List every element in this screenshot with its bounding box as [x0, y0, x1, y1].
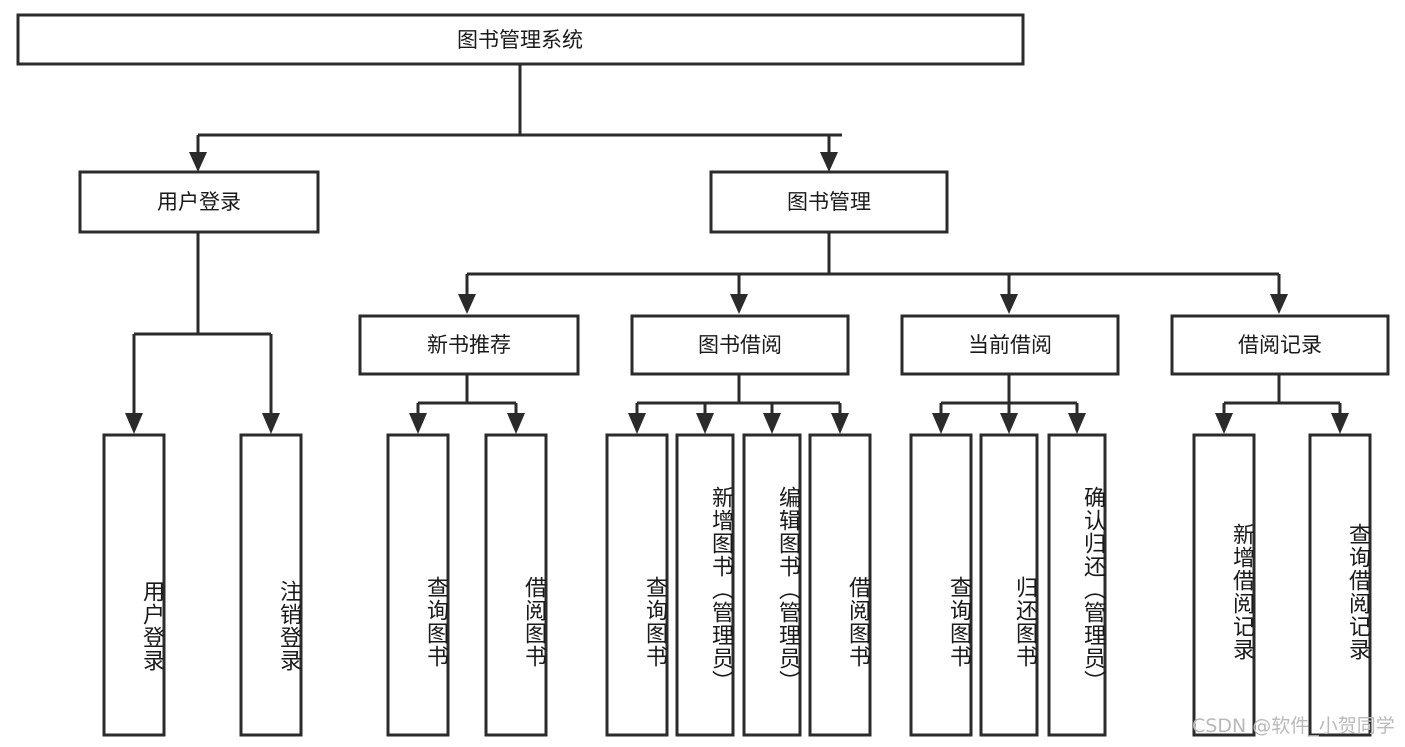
node-box-leaf-logout[interactable] [239, 433, 303, 737]
arrow-head-leaf-borrow-book-2 [831, 413, 849, 434]
node-box-leaf-query-book-1[interactable] [386, 433, 450, 737]
node-label-book-management: 图书管理 [787, 190, 871, 214]
node-box-book-borrow[interactable] [630, 314, 850, 376]
connector-group-new-book-recommend [409, 375, 525, 434]
arrow-head-leaf-add-book [696, 413, 714, 434]
arrow-head-leaf-query-record [1331, 413, 1349, 434]
node-label-user-login: 用户登录 [157, 190, 241, 214]
node-box-root[interactable] [16, 13, 1025, 66]
node-box-current-borrow[interactable] [900, 314, 1120, 376]
csdn-watermark: CSDN @软件_小贺同学 [1192, 715, 1395, 737]
node-box-leaf-query-book-2[interactable] [605, 433, 669, 737]
node-label-current-borrow: 当前借阅 [968, 333, 1052, 357]
arrow-head-book-management [820, 152, 838, 172]
node-box-book-management[interactable] [709, 170, 949, 234]
node-label-new-book-recommend: 新书推荐 [427, 333, 511, 357]
node-box-leaf-add-book[interactable] [675, 433, 735, 737]
arrow-head-leaf-user-login [125, 413, 143, 434]
node-box-leaf-edit-book[interactable] [742, 433, 802, 737]
arrow-head-leaf-query-book-1 [409, 413, 427, 434]
arrow-head-leaf-logout [262, 413, 280, 434]
node-box-leaf-borrow-book-1[interactable] [484, 433, 548, 737]
node-box-leaf-add-record[interactable] [1192, 433, 1256, 737]
node-box-leaf-confirm-return[interactable] [1047, 433, 1107, 737]
node-box-leaf-return-book[interactable] [979, 433, 1039, 737]
node-box-leaf-query-book-3[interactable] [909, 433, 973, 737]
node-box-user-login[interactable] [78, 170, 320, 234]
connector-group-user-login [125, 232, 280, 434]
node-box-new-book-recommend[interactable] [358, 314, 580, 376]
connector-group-current-borrow [932, 375, 1086, 434]
arrow-head-leaf-query-book-2 [628, 413, 646, 434]
node-box-leaf-user-login[interactable] [102, 433, 166, 737]
node-label-borrow-record: 借阅记录 [1238, 333, 1322, 357]
arrow-head-book-borrow [730, 294, 748, 314]
arrow-head-leaf-return-book [1000, 413, 1018, 434]
arrow-head-leaf-add-record [1215, 413, 1233, 434]
arrow-head-borrow-record [1270, 294, 1288, 314]
node-box-leaf-query-record[interactable] [1308, 433, 1372, 737]
arrow-head-leaf-borrow-book-1 [507, 413, 525, 434]
arrow-head-new-book-recommend [458, 294, 476, 314]
arrow-head-leaf-confirm-return [1068, 413, 1086, 434]
node-label-book-borrow: 图书借阅 [698, 333, 782, 357]
arrow-head-user-login [189, 152, 207, 172]
connector-group-book-borrow [628, 375, 849, 434]
connector-group-borrow-record [1215, 375, 1349, 434]
arrow-head-current-borrow [1000, 294, 1018, 314]
node-box-leaf-borrow-book-2[interactable] [808, 433, 872, 737]
connector-group-book-management [458, 232, 1288, 314]
arrow-head-leaf-query-book-3 [932, 413, 950, 434]
node-box-borrow-record[interactable] [1170, 314, 1390, 376]
connector-group-root [189, 64, 842, 172]
node-label-root: 图书管理系统 [457, 28, 583, 52]
arrow-head-leaf-edit-book [763, 413, 781, 434]
